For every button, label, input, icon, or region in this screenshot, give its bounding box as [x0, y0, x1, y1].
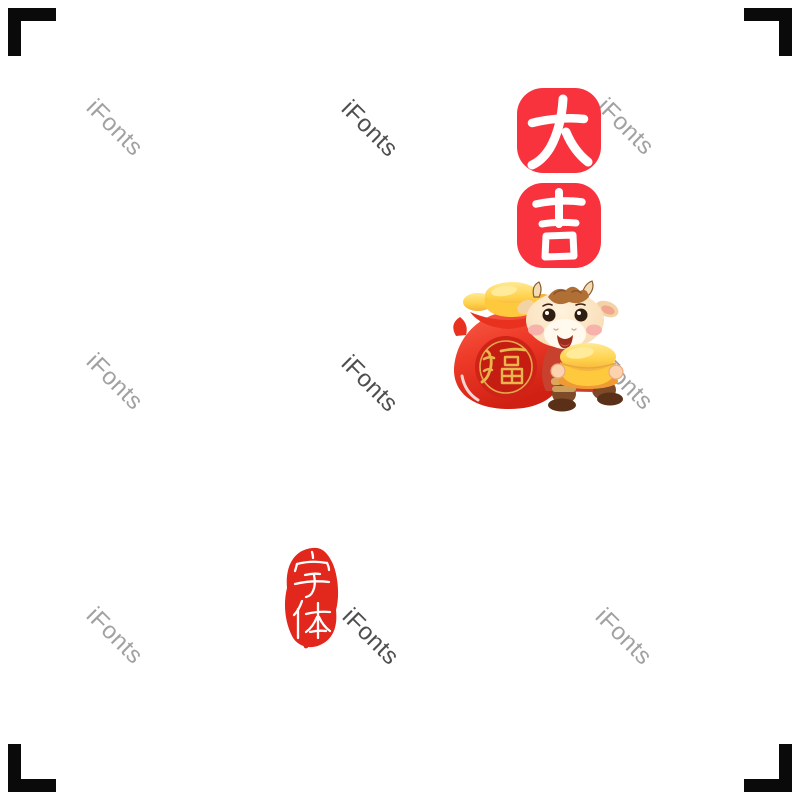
ifonts-watermark-text: iFonts [589, 603, 658, 671]
font-seal [284, 547, 339, 649]
ox-mascot-illustration [453, 280, 624, 412]
crop-mark-top-left [8, 8, 56, 56]
crop-mark-top-right [744, 8, 792, 56]
ifonts-watermark-text: iFonts [336, 603, 405, 671]
good-luck-badge-ji [517, 183, 601, 268]
fu-medallion [475, 336, 537, 398]
ifonts-watermark-text: iFonts [335, 95, 404, 163]
ox-character [517, 280, 624, 412]
ifonts-watermark-text: iFonts [80, 94, 149, 162]
ifonts-watermark-text: iFonts [80, 602, 149, 670]
zi-character-glyph-icon [293, 550, 331, 599]
ji-character-glyph-icon [532, 188, 586, 261]
da-character-glyph-icon [527, 94, 593, 170]
held-gold-ingot-icon [550, 343, 624, 389]
crop-mark-bottom-right [744, 744, 792, 792]
crop-mark-bottom-left [8, 744, 56, 792]
fu-character-glyph-icon [480, 347, 527, 385]
ti-character-glyph-icon [292, 599, 332, 640]
ifonts-watermark-text: iFonts [80, 348, 149, 416]
ifonts-watermark-text: iFonts [591, 93, 660, 161]
ox-head [517, 280, 619, 349]
ifonts-watermark-text: iFonts [335, 350, 404, 418]
good-luck-badge-da [517, 88, 601, 173]
